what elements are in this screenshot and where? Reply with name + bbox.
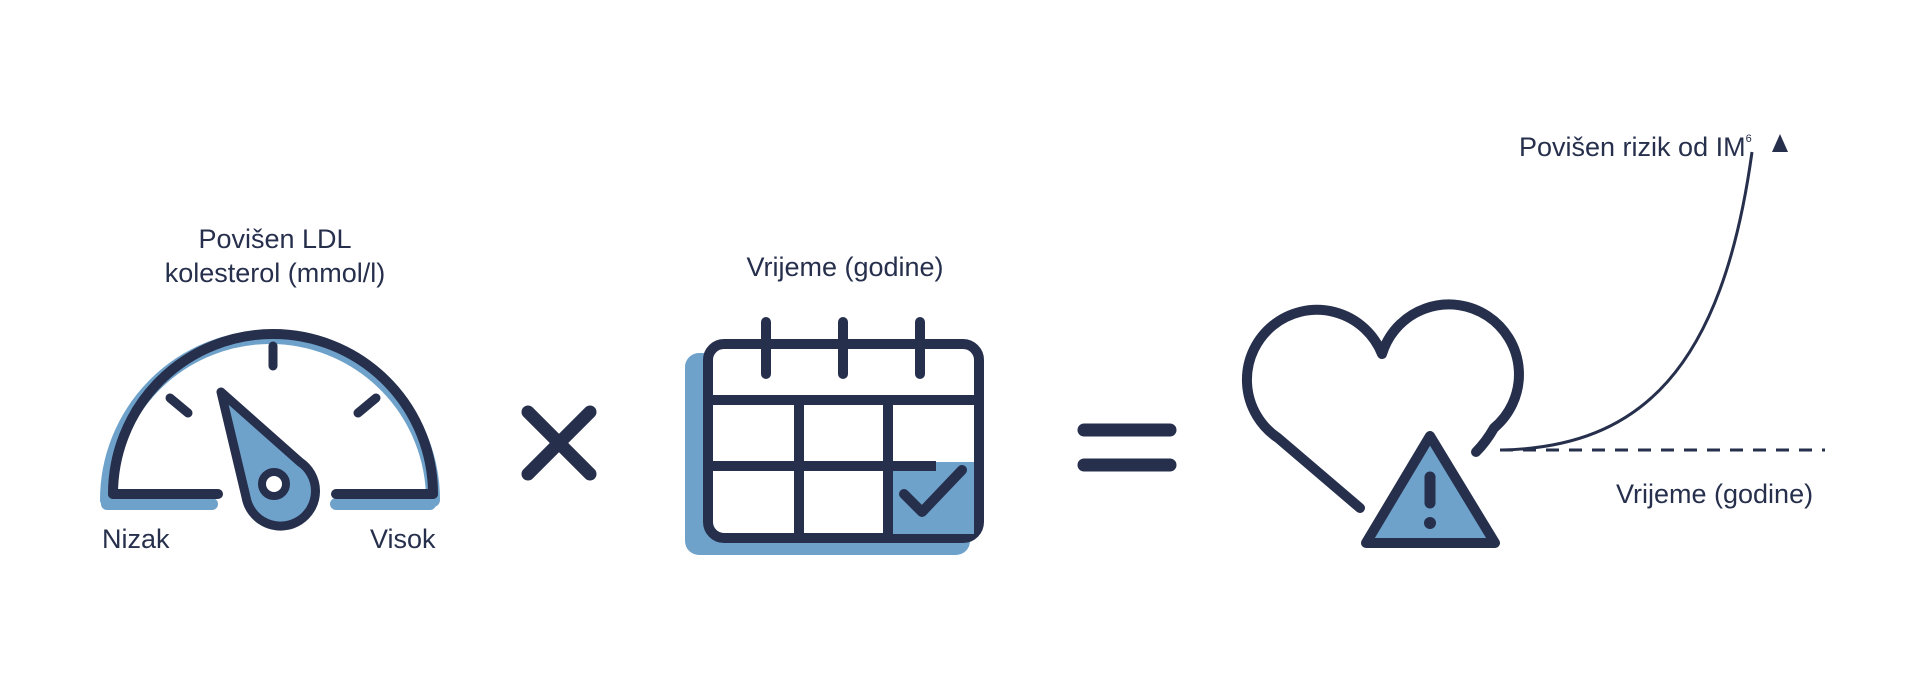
gauge-needle-pivot	[258, 468, 290, 500]
gauge-arc	[108, 329, 438, 499]
gauge-needle	[216, 387, 320, 531]
risk-title: Povišen rizik od IM6	[1519, 122, 1752, 164]
gauge-tick-right	[353, 393, 381, 418]
gauge-low-label: Nizak	[102, 524, 170, 554]
risk-title-superscript: 6	[1745, 133, 1752, 145]
gauge-title-line1: Povišen LDL	[198, 224, 352, 254]
gauge-tick-left	[165, 393, 193, 418]
risk-time-label: Vrijeme (godine)	[1616, 479, 1814, 509]
warning-exclamation-dot	[1424, 517, 1436, 529]
gauge-title-line2: kolesterol (mmol/l)	[164, 258, 386, 288]
calendar-title: Vrijeme (godine)	[746, 252, 944, 282]
risk-curve	[1501, 151, 1754, 452]
gauge-high-label: Visok	[370, 524, 436, 554]
risk-curve-arrowhead	[1772, 134, 1788, 152]
risk-title-text: Povišen rizik od IM	[1519, 132, 1746, 162]
calendar-checkmark	[899, 465, 967, 517]
gauge-title: Povišen LDL kolesterol (mmol/l)	[120, 222, 430, 290]
